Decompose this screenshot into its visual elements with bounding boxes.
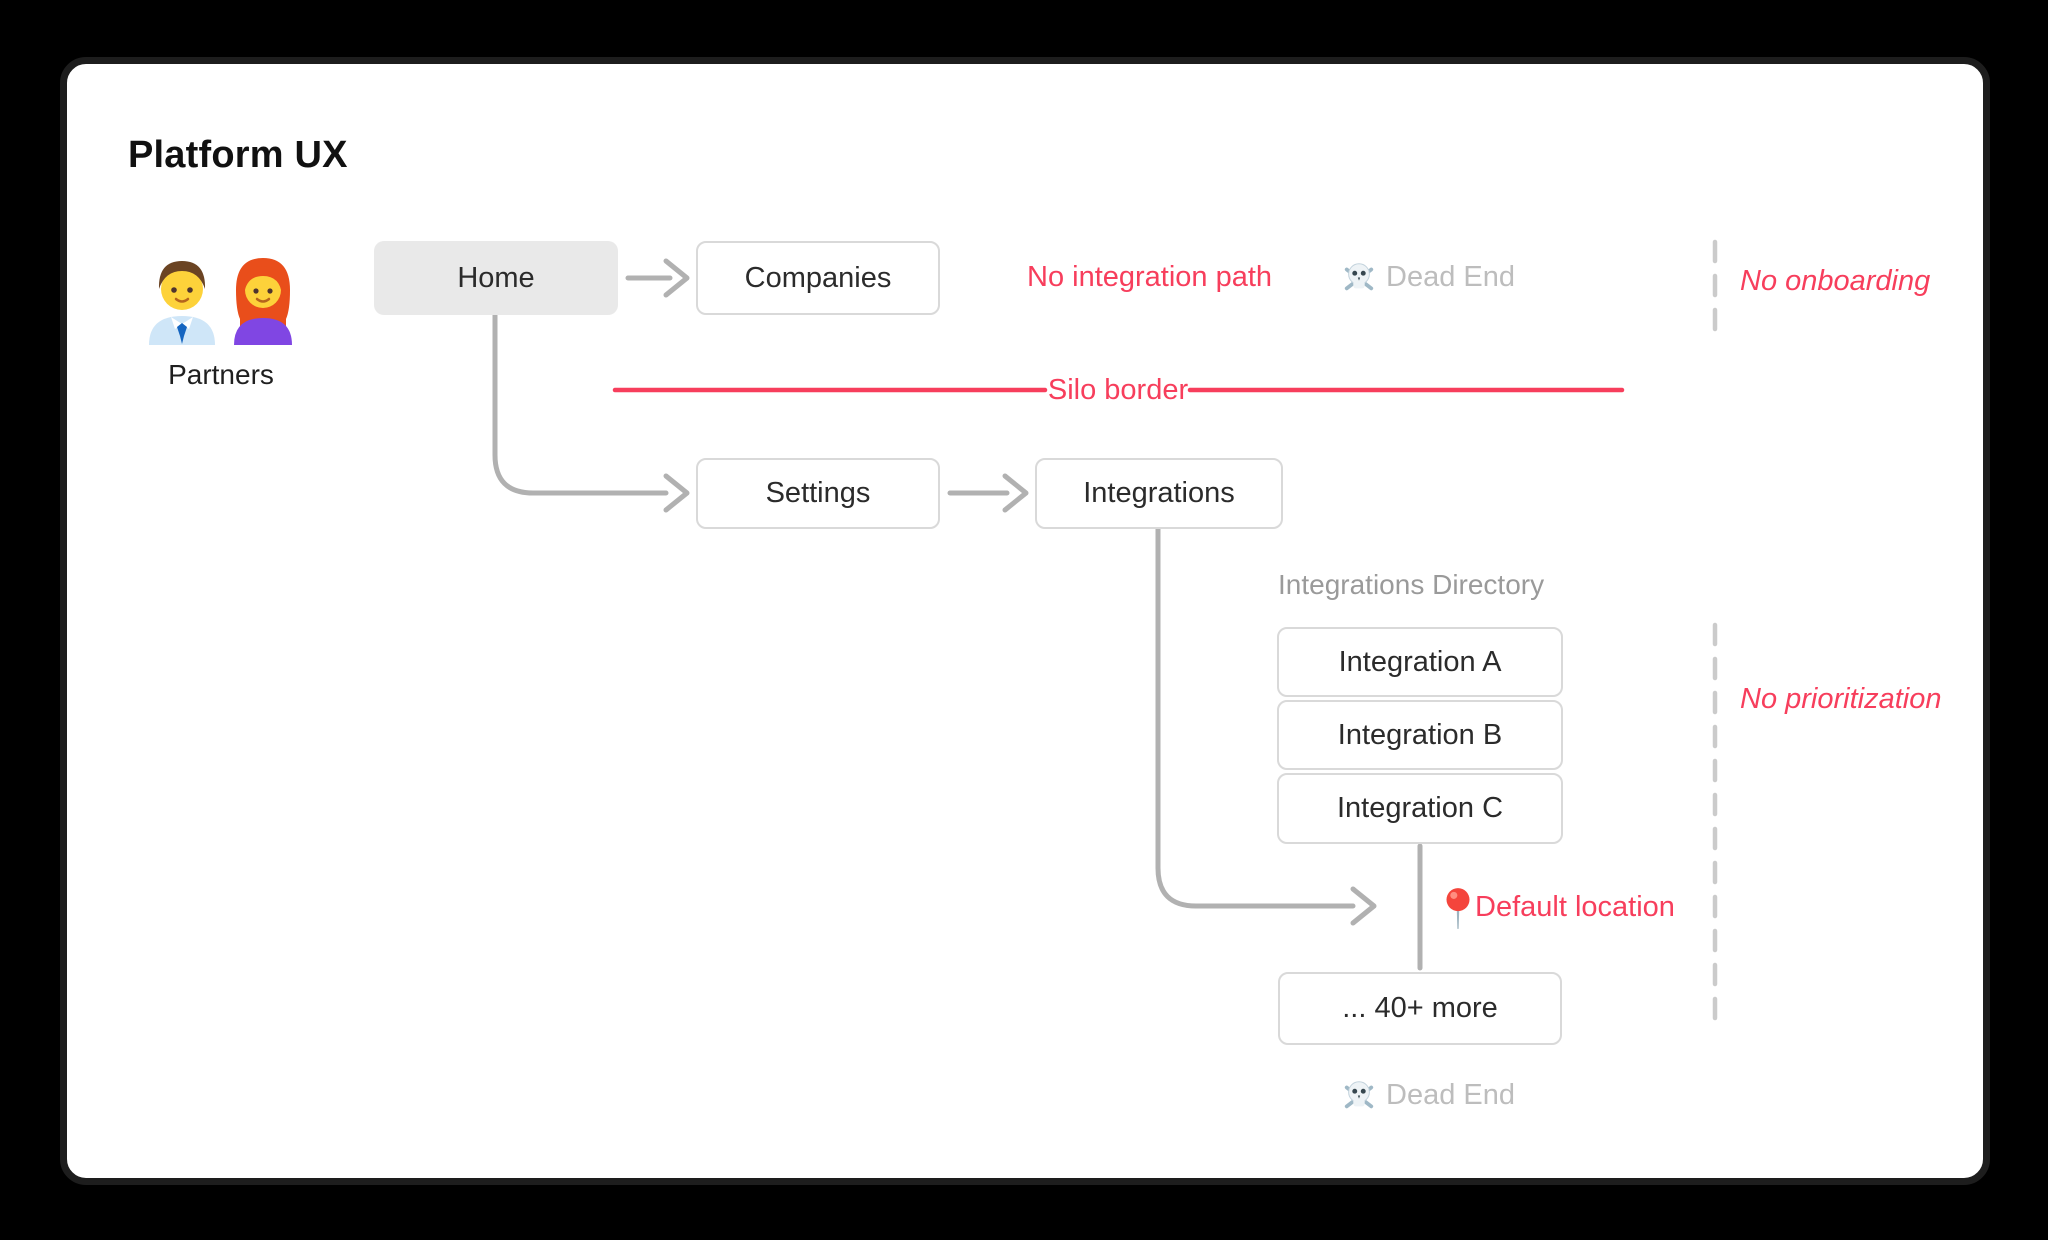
page-title: Platform UX <box>128 134 348 176</box>
annotation-default-location: Default location <box>1475 891 1675 923</box>
node-integration-a: Integration A <box>1277 627 1563 697</box>
silo-border-label: Silo border <box>1047 374 1189 406</box>
dead-end-top: Dead End <box>1342 260 1515 294</box>
node-settings: Settings <box>696 458 940 529</box>
node-companies: Companies <box>696 241 940 315</box>
partners-group: Partners <box>143 253 299 391</box>
partners-emojis <box>143 253 299 345</box>
annotation-no-onboarding: No onboarding <box>1740 265 1931 297</box>
node-integration-b: Integration B <box>1277 700 1563 770</box>
diagram-card <box>60 57 1990 1185</box>
woman-red-hair-emoji <box>234 258 292 345</box>
annotation-no-integration-path: No integration path <box>1027 261 1273 293</box>
node-home: Home <box>374 241 618 315</box>
dead-end-bottom-label: Dead End <box>1386 1079 1515 1111</box>
partners-label: Partners <box>168 359 274 390</box>
skull-and-crossbones-icon <box>1344 1081 1374 1109</box>
dead-end-bottom: Dead End <box>1342 1078 1515 1112</box>
integrations-directory-label: Integrations Directory <box>1278 569 1545 600</box>
annotation-no-prioritization: No prioritization <box>1740 683 1942 715</box>
round-pushpin-icon <box>1446 888 1470 929</box>
man-office-worker-emoji <box>149 261 215 345</box>
dead-end-top-label: Dead End <box>1386 261 1515 293</box>
skull-and-crossbones-icon <box>1344 263 1374 291</box>
node-40-more: ... 40+ more <box>1278 972 1562 1045</box>
node-integration-c: Integration C <box>1277 773 1563 844</box>
node-integrations: Integrations <box>1035 458 1283 529</box>
